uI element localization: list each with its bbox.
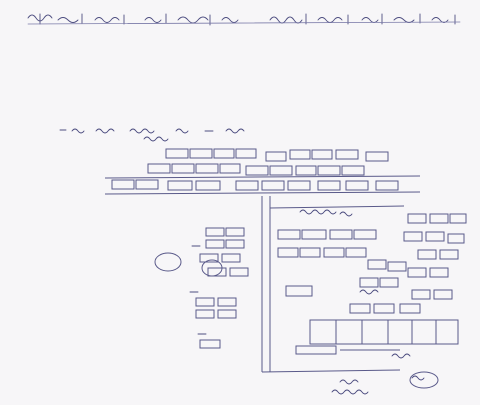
handwritten-title: [27, 13, 461, 26]
main-road: [104, 175, 421, 195]
house-cluster-far-right: [403, 213, 467, 300]
well-icons: [154, 252, 439, 389]
bottom-building-block: [295, 303, 459, 355]
vertical-road: [261, 196, 405, 373]
house-cluster-left: [195, 227, 249, 349]
house-cluster-right: [277, 229, 407, 297]
house-row-top: [165, 148, 389, 162]
legend-note: [59, 128, 245, 142]
handwritten-labels: [189, 209, 425, 395]
house-row-second: [147, 163, 365, 176]
